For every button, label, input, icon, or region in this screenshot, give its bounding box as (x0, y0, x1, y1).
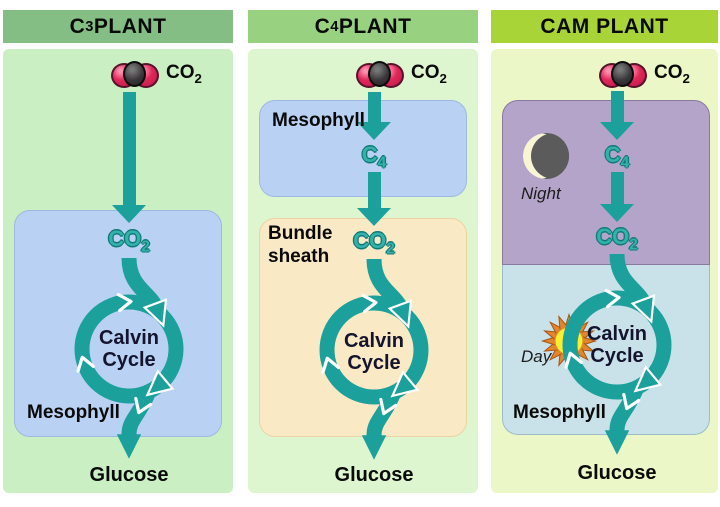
mesophyll-label: Mesophyll (27, 402, 120, 423)
down-arrow-icon (112, 92, 146, 223)
c4-compound-label: C4 (361, 142, 387, 172)
down-arrow-icon (600, 91, 634, 140)
glucose-label: Glucose (577, 462, 657, 484)
atmospheric-co2-label: CO2 (654, 62, 690, 86)
carbon-atom-icon (123, 61, 146, 87)
co2-molecule-icon (356, 61, 404, 89)
carbon-atom-icon (611, 61, 634, 87)
glucose-label: Glucose (89, 464, 169, 486)
night-label: Night (521, 184, 561, 203)
fixed-co2-label: CO2 (353, 228, 395, 258)
co2-molecule-icon (111, 61, 159, 89)
panel-cam-title: CAM PLANT (491, 10, 718, 43)
carbon-atom-icon (368, 61, 391, 87)
c4-compound-label: C4 (604, 142, 630, 172)
fixed-co2-label: CO2 (596, 224, 638, 254)
atmospheric-co2-label: CO2 (411, 62, 447, 86)
day-label: Day (521, 347, 552, 366)
down-arrow-icon (600, 172, 634, 222)
mesophyll-box (259, 100, 467, 197)
atmospheric-co2-label: CO2 (166, 62, 202, 86)
down-arrow-icon (357, 172, 391, 226)
fixed-co2-label: CO2 (108, 226, 150, 256)
co2-molecule-icon (599, 61, 647, 89)
mesophyll-label: Mesophyll (513, 402, 606, 423)
mesophyll-label: Mesophyll (272, 110, 365, 131)
glucose-label: Glucose (334, 464, 414, 486)
down-arrow-icon (357, 92, 391, 140)
moon-icon (523, 133, 569, 179)
